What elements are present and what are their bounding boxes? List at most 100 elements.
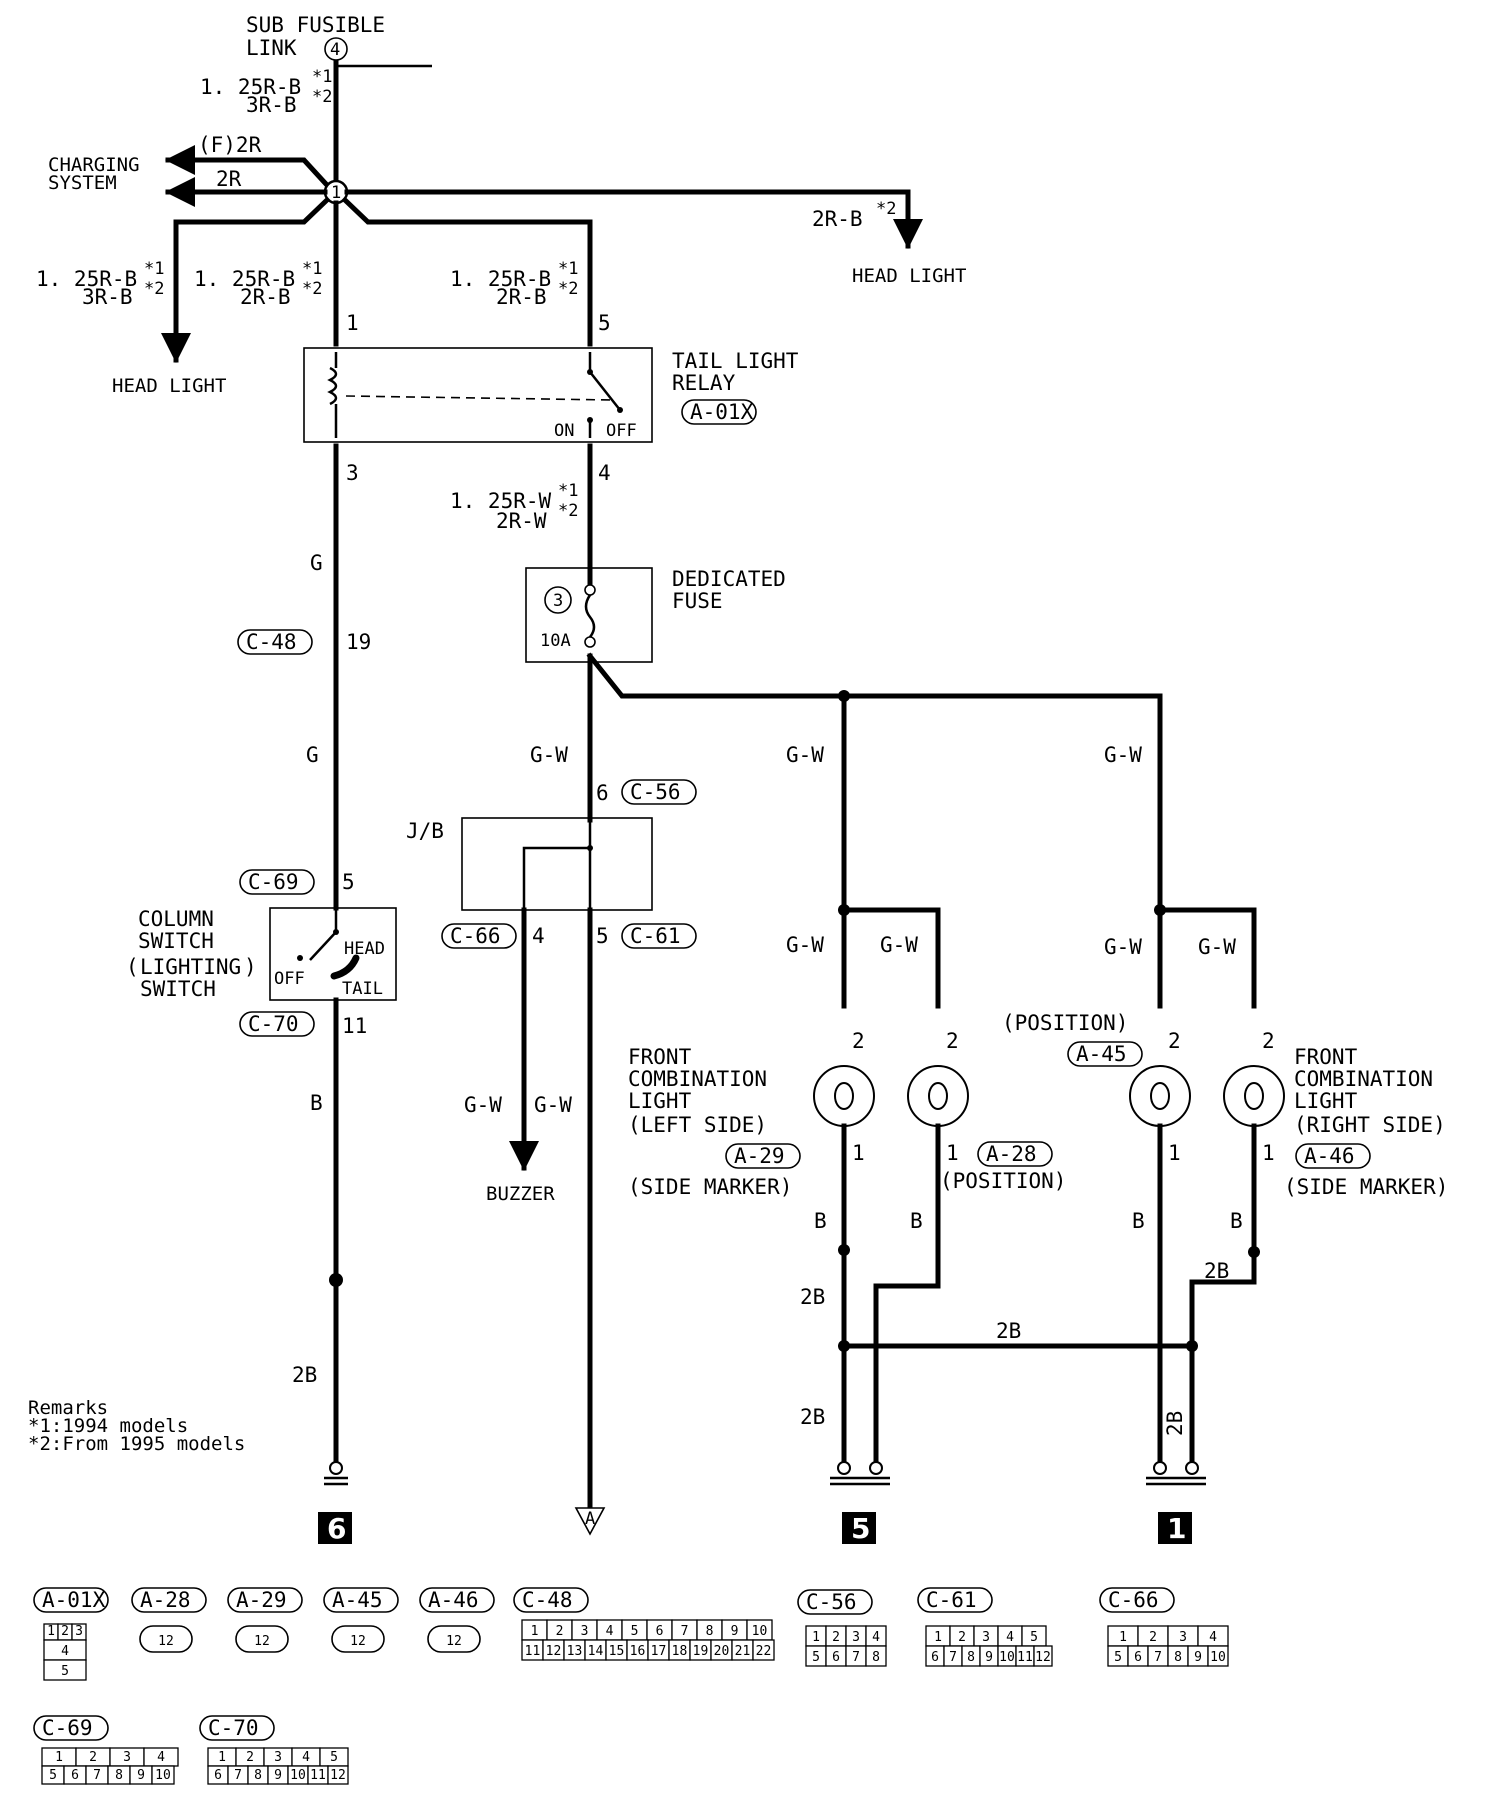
splice-cross-right [1186, 1340, 1198, 1352]
front-right-side-bulb [1223, 1065, 1285, 1127]
relay-in-5-wire-2: 2R-B [496, 285, 547, 309]
jb-branch-wire [522, 846, 590, 910]
ground-terminal [837, 1461, 851, 1475]
relay-coil [327, 352, 338, 438]
front-right-2b-1: 2B [1204, 1259, 1229, 1283]
jb-in-wire: G-W [530, 743, 568, 767]
remarks: Remarks *1:1994 models *2:From 1995 mode… [28, 1397, 245, 1455]
fuse-element [584, 594, 596, 638]
c61-pill [621, 923, 697, 949]
front-left-title-4: (LEFT SIDE) [628, 1113, 767, 1137]
switch-head: HEAD [344, 939, 385, 959]
remarks-line-2: *2:From 1995 models [28, 1433, 245, 1455]
legend-a29-housing [235, 1625, 289, 1653]
fuse-number: 3 [553, 591, 563, 611]
b-wire-left-position [873, 1123, 941, 1465]
legend-c70-pin: 6 [214, 1768, 222, 1783]
front-right-2b-vertical: 2B [1163, 1411, 1187, 1436]
splice-g-w-left [838, 690, 850, 702]
legend-a45-pill [323, 1587, 399, 1613]
fuse-terminal-top [584, 584, 596, 596]
relay-connector-pill [681, 399, 757, 425]
ground-terminal [1185, 1461, 1199, 1475]
legend-c66-label: C-66 [1108, 1588, 1159, 1612]
c56-pill [621, 779, 697, 805]
front-left-combination-light: FRONT COMBINATION LIGHT (LEFT SIDE) A-29… [628, 1029, 1066, 1199]
ground-terminal [869, 1461, 883, 1475]
legend-c48-pin: 20 [714, 1644, 730, 1659]
headlight-left-wire-2: 3R-B [82, 285, 133, 309]
relay-connector: A-01X [690, 400, 754, 424]
remarks-line-1: *1:1994 models [28, 1415, 188, 1437]
front-left-position-label: (POSITION) [940, 1169, 1066, 1193]
fuse-number-circle [544, 586, 572, 614]
headlight-right-wire [344, 189, 923, 249]
legend-c48-pin: 12 [546, 1644, 562, 1659]
front-right-title-3: LIGHT [1294, 1089, 1358, 1113]
legend-c66-pin: 4 [1209, 1630, 1217, 1645]
front-right-position-bulb [1129, 1065, 1191, 1127]
ground-1-badge [1158, 1512, 1192, 1544]
c69-label: C-69 [248, 870, 299, 894]
ground-6: 6 [318, 1461, 352, 1545]
legend-c70-pin: 3 [274, 1750, 282, 1765]
relay-contact-arm [589, 371, 621, 411]
sub-fusible-link-title-1: SUB FUSIBLE [246, 13, 385, 37]
legend-c61-pin: 5 [1030, 1630, 1038, 1645]
front-right-pin2b: 2 [1262, 1029, 1275, 1053]
relay-out-wire-2-sup: *2 [558, 501, 578, 521]
power-wire-1: 1. 25R-B [200, 75, 301, 99]
column-switch-title-4: SWITCH [140, 977, 216, 1001]
relay-out-wire-2: 2R-W [496, 509, 547, 533]
legend-c66-cell [1207, 1645, 1229, 1667]
front-left-2b-1: 2B [800, 1285, 825, 1309]
legend-c69-pin: 8 [115, 1768, 123, 1783]
headlight-right-wire-label: 2R-B [812, 207, 863, 231]
legend-c70-pin: 9 [274, 1768, 282, 1783]
legend-c69-pin: 1 [55, 1750, 63, 1765]
legend-c69-pin: 3 [123, 1750, 131, 1765]
ground-5: 5 [830, 1461, 890, 1545]
legend-c66-pin: 1 [1119, 1630, 1127, 1645]
legend-a45-housing [331, 1625, 385, 1653]
buzzer-wire-label: G-W [464, 1093, 502, 1117]
relay-out-wire-1: 1. 25R-W [450, 489, 552, 513]
sub-fusible-link-title-2: LINK [246, 36, 297, 60]
jb-in-pin: 6 [596, 781, 609, 805]
ground-terminal [1153, 1461, 1167, 1475]
legend-a01x-label: A-01X [42, 1588, 106, 1612]
relay-in-5-wire-1: 1. 25R-B [450, 267, 551, 291]
legend-c48-pin: 5 [631, 1624, 639, 1639]
fuse-rating: 10A [540, 631, 571, 651]
front-left-title-1: FRONT [628, 1045, 692, 1069]
power-wire-1-sup: *1 [312, 67, 332, 87]
relay-title-1: TAIL LIGHT [672, 349, 799, 373]
relay-in-1-wire-2: 2R-B [240, 285, 291, 309]
terminal-a: A [574, 1507, 606, 1536]
legend-c48-pin: 9 [731, 1624, 739, 1639]
charging-system: CHARGING SYSTEM (F)2R 2R [48, 133, 330, 207]
legend-c48-pin: 11 [525, 1644, 541, 1659]
splice-right-lamps [1154, 904, 1166, 916]
g-w-left-branch [841, 907, 941, 1009]
jb-splice [587, 845, 593, 851]
legend-c48-pin: 14 [588, 1644, 604, 1659]
charging-label-2: SYSTEM [48, 172, 117, 194]
legend-c66-pin: 6 [1134, 1650, 1142, 1665]
relay-in-5-wire [341, 196, 593, 347]
relay-out-wire-1-sup: *1 [558, 481, 578, 501]
column-switch-box [269, 907, 397, 1001]
column-switch-title-2: SWITCH [138, 929, 214, 953]
relay-in-1-wire-1: 1. 25R-B [194, 267, 295, 291]
relay-pin-3: 3 [346, 461, 359, 485]
c69-pin: 5 [342, 870, 355, 894]
g-wire-label-1: G [310, 551, 323, 575]
tail-light-relay: ON OFF TAIL LIGHT RELAY A-01X 3 4 [303, 347, 799, 485]
switch-arm [309, 931, 337, 961]
g-w-right-trunk-label: G-W [1104, 743, 1142, 767]
legend-c61-pin: 3 [982, 1630, 990, 1645]
legend-c48-pin: 13 [567, 1644, 583, 1659]
legend-c48-pin: 22 [756, 1644, 772, 1659]
c61-pin: 5 [596, 924, 609, 948]
splice-left-lamps [838, 904, 850, 916]
